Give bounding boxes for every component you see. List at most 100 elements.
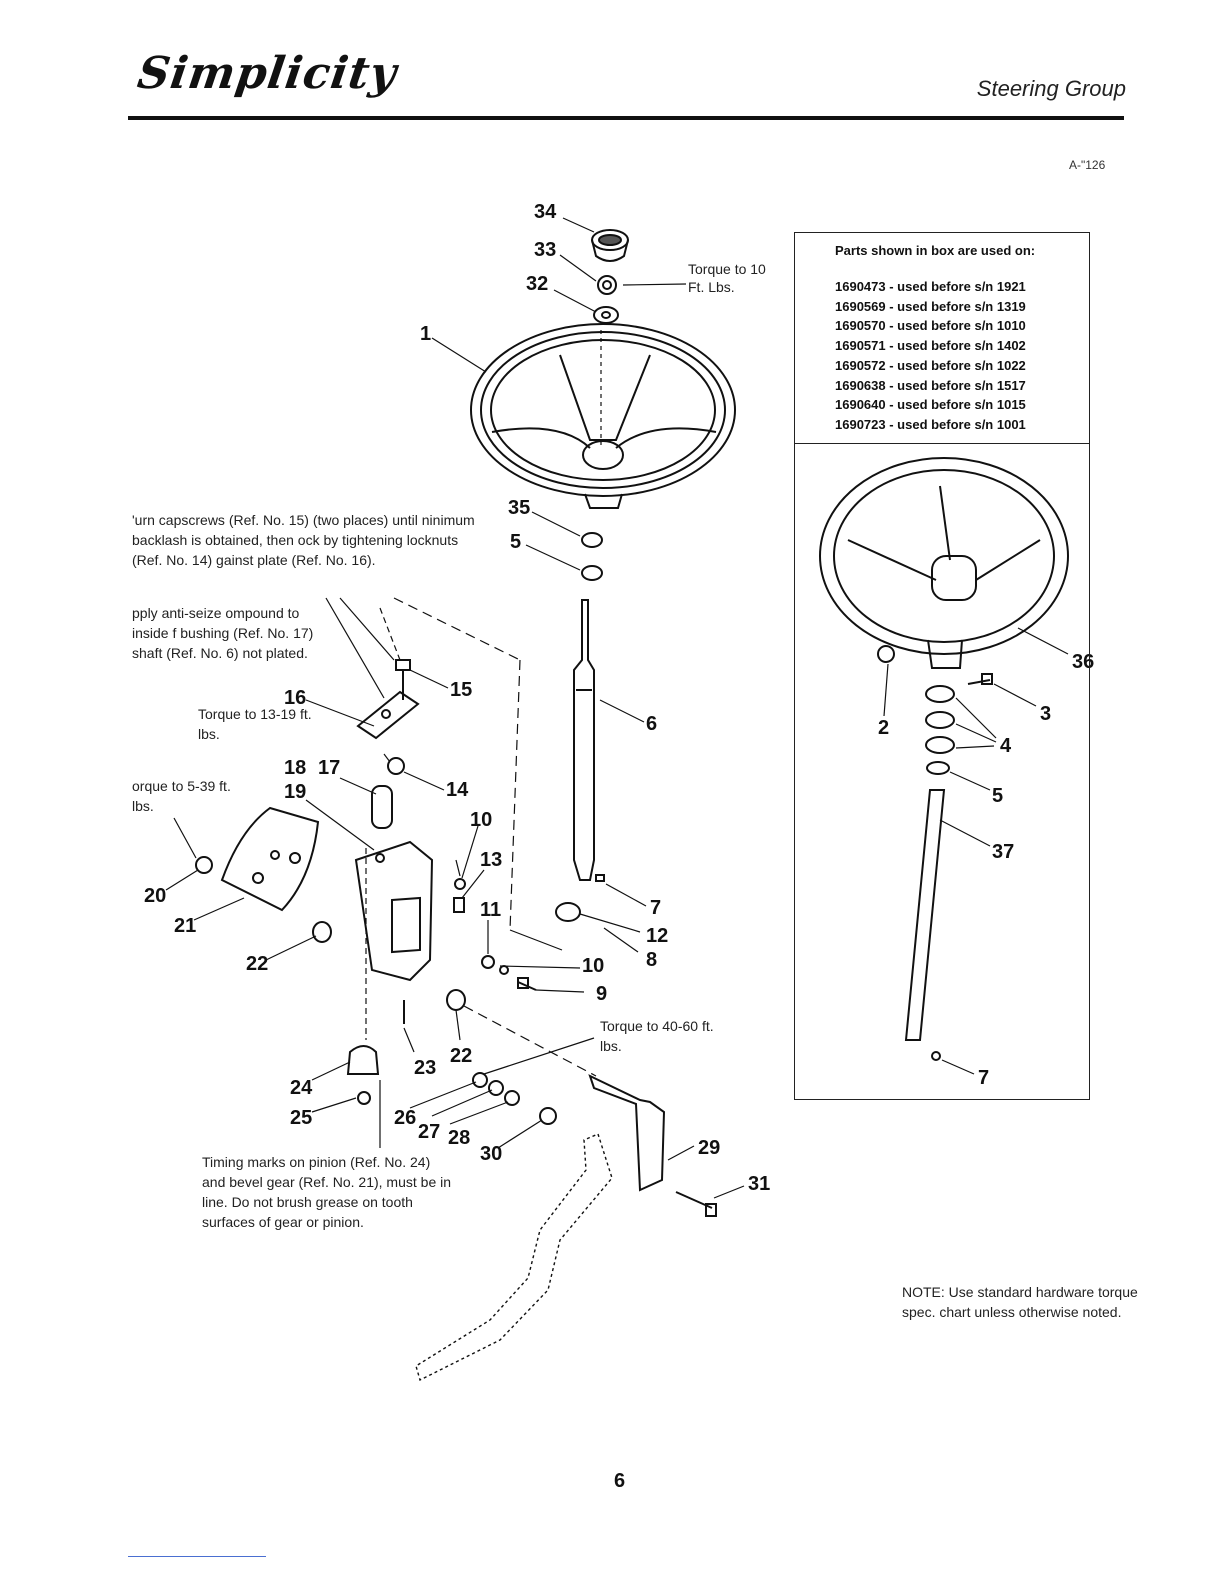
hardware-torque-note: NOTE: Use standard hardware torque spec.… [902,1284,1138,1320]
callout-4: 4 [1000,735,1012,757]
ring-part-5-box [926,761,950,775]
callout-25: 25 [290,1107,312,1129]
callout-10-lower: 10 [582,955,604,977]
pin-part-7-box [931,1051,941,1061]
callout-15: 15 [450,679,472,701]
footer-link-line[interactable] [128,1556,266,1557]
anti-seize-note: pply anti-seize ompound to inside f bush… [132,605,314,661]
callout-6: 6 [646,713,657,735]
washer-part-26 [472,1072,488,1088]
callout-28: 28 [448,1127,470,1149]
callout-16: 16 [284,687,306,709]
collar-part-12 [555,902,581,922]
page-number: 6 [614,1470,626,1492]
parts-list-item: 1690638 - used before s/n 1517 [835,377,1026,393]
steering-bracket-part-19 [354,840,434,982]
steering-arm-part-29 [588,1074,666,1192]
callout-11: 11 [480,899,501,921]
shaft-part-37 [904,789,946,1041]
parts-list-item: 1690569 - used before s/n 1319 [835,298,1026,314]
callout-5-box: 5 [992,785,1003,807]
nut-part-2 [877,645,895,663]
callout-33: 33 [534,239,556,261]
parts-box-title: Parts shown in box are used on: [835,243,1036,258]
parts-list-item: 1690570 - used before s/n 1010 [835,318,1026,334]
bushing-part-22a [312,921,332,943]
torque-note-40-60: Torque to 40-60 ft. lbs. [600,1018,714,1054]
callout-12: 12 [646,925,668,947]
callout-29: 29 [698,1137,720,1159]
bushing-part-22b [446,989,466,1011]
callout-7-box: 7 [978,1067,989,1089]
callout-20: 20 [144,885,166,907]
torque-note-25-39: orque to 5-39 ft. lbs. [132,778,231,814]
washers-part-4 [925,685,955,754]
washer-part-28 [504,1090,520,1106]
bolt-part-31 [675,1191,717,1217]
callout-9: 9 [596,983,607,1005]
callout-30: 30 [480,1143,502,1165]
callout-10-upper: 10 [470,809,492,831]
callout-24: 24 [290,1077,313,1099]
pin-part-7 [595,874,605,882]
pinion-part-24 [346,1045,380,1075]
figure-id: A-"126 [1069,158,1106,172]
callout-1: 1 [420,323,431,345]
washer-part-27 [488,1080,504,1096]
callout-27: 27 [418,1121,440,1143]
parts-box-header: Parts shown in box are used on: 1690473 … [795,233,1089,444]
locknut-part-14 [387,757,405,775]
parts-box: Parts shown in box are used on: 1690473 … [794,232,1090,1100]
spacer-part-30 [539,1107,557,1125]
bolt-part-3 [967,673,993,685]
bushing-part-17 [371,785,393,829]
parts-list-item: 1690723 - used before s/n 1001 [835,416,1026,432]
callout-36: 36 [1072,651,1094,673]
steering-wheel-part-1 [470,323,736,509]
parts-list-item: 1690571 - used before s/n 1402 [835,338,1026,354]
callout-22-lower: 22 [450,1045,472,1067]
plate-part-16 [356,690,420,740]
section-title: Steering Group [976,76,1126,101]
callout-22-left: 22 [246,953,268,975]
callout-23: 23 [414,1057,436,1079]
steering-wheel-part-36 [819,457,1069,669]
header-rule [128,116,1124,120]
parts-list-item: 1690572 - used before s/n 1022 [835,357,1026,373]
torque-note-13-19: Torque to 13-19 ft. lbs. [198,706,312,742]
bevel-gear-part-21 [220,806,320,912]
parts-list: 1690473 - used before s/n 1921 1690569 -… [835,277,1026,435]
nut-part-20 [195,856,213,874]
drag-link-outline [415,1133,613,1382]
nut-part-33 [597,275,617,295]
steering-shaft-part-6 [573,599,595,881]
retaining-ring-part-5 [581,565,603,581]
nut-part-35 [581,532,603,548]
nut-part-25 [357,1091,371,1105]
washer-part-32 [593,306,619,324]
callout-21: 21 [174,915,196,937]
callout-19: 19 [284,781,306,803]
bolt-part-11 [453,897,465,913]
bolt-part-9 [517,977,537,991]
callout-37: 37 [992,841,1014,863]
callout-26: 26 [394,1107,416,1129]
callout-32: 32 [526,273,548,295]
callout-5: 5 [510,531,521,553]
callout-7: 7 [650,897,661,919]
torque-note-10: Torque to 10 Ft. Lbs. [688,261,766,295]
callout-14: 14 [446,779,469,801]
callout-8: 8 [646,949,657,971]
callout-3: 3 [1040,703,1051,725]
parts-list-item: 1690640 - used before s/n 1015 [835,397,1026,413]
parts-list-item: 1690473 - used before s/n 1921 [835,279,1026,294]
callout-2: 2 [878,717,889,739]
callout-31: 31 [748,1173,770,1195]
callout-34: 34 [534,201,557,223]
hardware-part-13 [454,878,466,890]
callout-18: 18 [284,757,306,779]
callout-35: 35 [508,497,530,519]
washer-part-10 [481,955,509,975]
callout-13: 13 [480,849,502,871]
